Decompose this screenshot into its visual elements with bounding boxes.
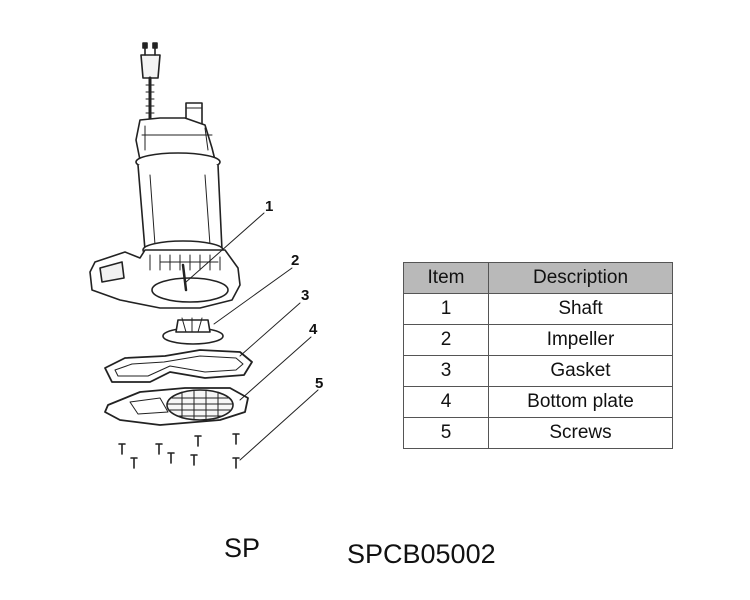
exploded-pump-diagram: 1 2 3 4 5 — [89, 42, 323, 469]
screws-part — [118, 433, 240, 469]
description-cell: Shaft — [488, 293, 673, 325]
description-cell: Impeller — [488, 324, 673, 356]
callout-3: 3 — [301, 287, 309, 304]
table-row: 5 Screws — [403, 417, 673, 449]
motor-housing — [137, 164, 224, 260]
item-cell: 3 — [403, 355, 489, 387]
item-cell: 1 — [403, 293, 489, 325]
description-cell: Gasket — [488, 355, 673, 387]
item-cell: 2 — [403, 324, 489, 356]
pump-volute — [89, 249, 241, 309]
impeller-part — [162, 317, 224, 345]
power-plug — [140, 42, 161, 79]
description-cell: Screws — [488, 417, 673, 449]
parts-table-header: Item Description — [403, 262, 673, 294]
callout-leaders — [185, 212, 319, 461]
table-row: 1 Shaft — [403, 293, 673, 325]
callout-1: 1 — [265, 198, 273, 215]
callout-2: 2 — [291, 252, 299, 269]
callout-5: 5 — [315, 375, 323, 392]
part-number: SPCB05002 — [347, 539, 496, 569]
footer-prefix: SP — [224, 533, 261, 563]
description-cell: Bottom plate — [488, 386, 673, 418]
header-item: Item — [403, 262, 489, 294]
table-row: 3 Gasket — [403, 355, 673, 387]
item-cell: 4 — [403, 386, 489, 418]
bottom-plate-part — [104, 387, 249, 426]
callout-4: 4 — [309, 321, 318, 338]
item-cell: 5 — [403, 417, 489, 449]
parts-table: Item Description 1 Shaft 2 Impeller 3 Ga… — [403, 262, 673, 449]
table-row: 2 Impeller — [403, 324, 673, 356]
table-row: 4 Bottom plate — [403, 386, 673, 418]
gasket-part — [104, 349, 253, 383]
header-description: Description — [488, 262, 673, 294]
